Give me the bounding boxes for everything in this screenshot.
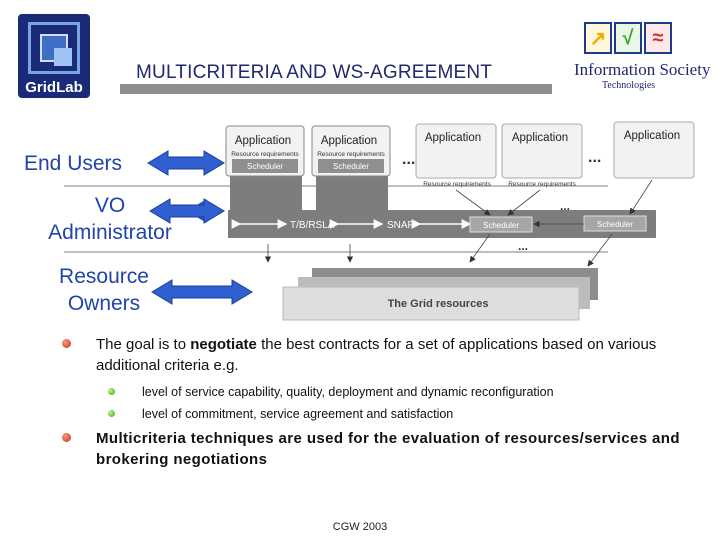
app2-req-label: Resource requirements (317, 151, 385, 158)
app4-req-label: Resource requirements (508, 181, 576, 188)
resource-owners-arrow (151, 279, 253, 305)
app-with-scheduler-1: Application Resource requirements Schedu… (225, 125, 305, 177)
logo-frame (28, 22, 80, 74)
app-with-scheduler-2: Application Resource requirements Schedu… (311, 125, 391, 177)
ellipsis-4: ... (518, 239, 528, 253)
app2-connector (316, 176, 388, 212)
sub-bullet-icon (108, 388, 115, 395)
app2-label: Application (321, 135, 377, 147)
vo-arrow (149, 198, 225, 224)
title-underline-bar (120, 84, 552, 94)
app2-scheduler-label: Scheduler (333, 162, 369, 171)
app1-label: Application (235, 135, 291, 147)
ellipsis-2: ... (588, 149, 601, 166)
connection-arrows (264, 179, 653, 267)
bullet-goal-pre: The goal is to (96, 336, 191, 353)
app-plain-2: Application (501, 123, 583, 179)
vo-scheduler-1-label: Scheduler (483, 221, 519, 230)
gridlab-logo-text: GridLab (25, 79, 83, 96)
sub-bullet-commitment: level of commitment, service agreement a… (62, 406, 702, 423)
app1-req-label: Resource requirements (231, 151, 299, 158)
sub-bullet-capability: level of service capability, quality, de… (62, 384, 702, 401)
role-vo-line1: VO (94, 194, 126, 217)
infosoc-name: Information Society (574, 60, 711, 79)
app1-scheduler-label: Scheduler (247, 162, 283, 171)
role-vo-line2: Administrator (48, 221, 172, 244)
sub-bullet-icon (108, 410, 115, 417)
grid-layer-front (282, 286, 580, 321)
sub-bullet-capability-text: level of service capability, quality, de… (142, 385, 554, 399)
infosoc-subtitle: Technologies (602, 80, 656, 91)
role-res-line2: Owners (67, 292, 141, 315)
wave-icon: √ (614, 22, 642, 54)
app1-connector (230, 176, 302, 212)
information-society-logo: ↗ √ ≈ Information Society Technologies (574, 22, 710, 92)
bullet-goal: The goal is to negotiate the best contra… (62, 334, 702, 376)
bullet-multicriteria-text: Multicriteria techniques are used for th… (96, 430, 680, 468)
bullet-icon (62, 339, 71, 348)
approx-icon: ≈ (644, 22, 672, 54)
bullet-goal-bold: negotiate (190, 336, 257, 353)
app-plain-1: Application (415, 123, 497, 179)
bullet-icon (62, 433, 71, 442)
role-resource-owners: Resource Owners (44, 263, 164, 317)
grid-resources-label: The Grid resources (388, 298, 489, 310)
ellipsis-1: ... (402, 151, 415, 168)
slide-title: MULTICRITERIA AND WS-AGREEMENT (136, 62, 493, 83)
sub-bullet-commitment-text: level of commitment, service agreement a… (142, 407, 454, 421)
role-vo-administrator: VO Administrator (30, 192, 190, 246)
gridlab-logo: GridLab (18, 14, 90, 98)
app4-label: Application (512, 132, 568, 144)
app-plain-3: Application (613, 121, 695, 179)
vo-scheduler-1 (469, 216, 533, 233)
bullet-goal-post: the best contracts for a set of applicat… (96, 336, 657, 374)
app3-req-label: Resource requirements (423, 181, 491, 188)
footer-text: CGW 2003 (332, 521, 388, 533)
tbrsla-label: T/B/RSLA (290, 220, 335, 231)
role-res-line1: Resource (59, 265, 149, 288)
vo-scheduler-2-label: Scheduler (597, 220, 633, 229)
bullet-list: The goal is to negotiate the best contra… (62, 334, 702, 478)
role-end-users: End Users (24, 152, 123, 175)
end-users-arrow (147, 150, 225, 176)
bullet-multicriteria: Multicriteria techniques are used for th… (62, 428, 702, 470)
app5-label: Application (624, 130, 680, 142)
vo-scheduler-2 (583, 215, 647, 232)
ellipsis-3: ... (560, 199, 570, 213)
logo-inner-square (54, 48, 72, 66)
snap-label: SNAP (387, 220, 415, 231)
arrow-icon: ↗ (584, 22, 612, 54)
app3-label: Application (425, 132, 481, 144)
